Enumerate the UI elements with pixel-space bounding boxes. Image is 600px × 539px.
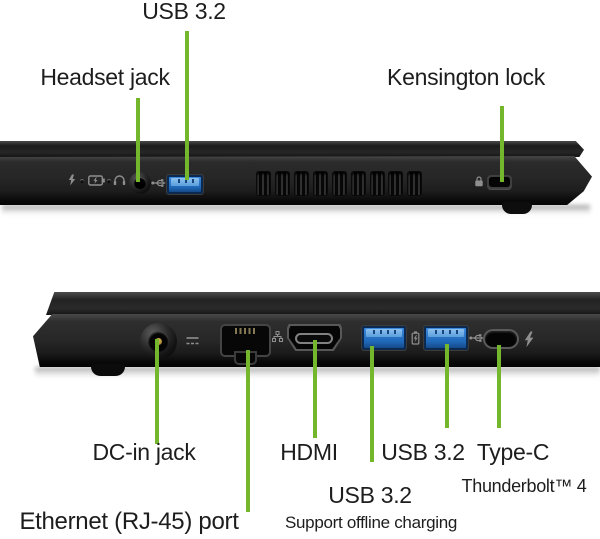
label-usb-row1: USB 3.2 — [381, 439, 465, 465]
usb-trident-icon — [151, 179, 166, 187]
leader-line-usb2 — [445, 344, 449, 428]
kensington-slot-opening — [489, 177, 510, 187]
power-led — [80, 179, 84, 183]
ethernet-rj45-port — [222, 326, 269, 363]
vent-slot — [314, 172, 327, 195]
label-usb-row2: USB 3.2 — [328, 482, 412, 508]
dc-power-icon — [186, 337, 199, 345]
label-dc-in-jack: DC-in jack — [92, 439, 196, 465]
kensington-lock-slot — [487, 175, 512, 189]
leader-line-ethernet — [246, 350, 250, 512]
usb-trident-icon — [469, 334, 484, 342]
offline-charging-icon — [411, 331, 420, 345]
hdmi-slot — [297, 335, 331, 342]
label-headset-jack: Headset jack — [40, 64, 170, 90]
leader-line-kensington — [500, 106, 504, 182]
battery-indicator-icon — [88, 175, 105, 186]
leader-line-usb1 — [370, 346, 374, 462]
usb-a-port-top-view — [167, 175, 203, 194]
ethernet-icon — [272, 331, 283, 342]
drop-shadow — [2, 205, 590, 215]
usb-a-port-2 — [424, 326, 468, 350]
label-hdmi: HDMI — [280, 439, 338, 465]
battery-led — [107, 179, 111, 183]
kensington-lock-icon — [475, 176, 483, 187]
rubber-foot — [91, 364, 125, 376]
laptop-lid-edge-top-view — [0, 141, 584, 157]
label-support-offline-charging: Support offline charging — [284, 513, 458, 532]
usb-a-port-1 — [362, 326, 406, 350]
usb-c-thunderbolt-port — [485, 331, 517, 347]
headset-icon — [113, 175, 126, 185]
leader-line-typec — [497, 345, 501, 428]
leader-line-dc-in — [155, 339, 159, 444]
leader-line-usb-top — [185, 31, 189, 180]
vent-slot — [295, 172, 308, 195]
vent-slot — [257, 172, 270, 195]
vent-slot — [371, 172, 384, 195]
rubber-foot — [502, 202, 532, 214]
rj45-pins — [235, 328, 256, 334]
leader-line-headset — [136, 98, 140, 182]
label-thunderbolt: Thunderbolt™ 4 — [461, 476, 587, 496]
vent-slot — [333, 172, 346, 195]
label-type-c: Type-C — [476, 439, 550, 465]
headset-jack-port — [129, 172, 151, 194]
laptop-lid-edge-bottom-view — [46, 292, 600, 315]
drop-shadow — [35, 367, 600, 378]
label-kensington-lock: Kensington lock — [387, 64, 545, 90]
label-usb-top: USB 3.2 — [142, 0, 226, 24]
usb-a-pins — [368, 330, 400, 334]
power-indicator-icon — [68, 174, 76, 186]
thunderbolt-icon — [524, 331, 534, 348]
usb-a-pins — [173, 179, 197, 183]
vent-slot — [276, 172, 289, 195]
rj45-clip-slot — [236, 353, 255, 363]
vent-slot — [408, 172, 421, 195]
usb-a-pins — [430, 330, 462, 334]
label-ethernet: Ethernet (RJ-45) port — [19, 508, 239, 535]
vent-slot — [352, 172, 365, 195]
vent-slot — [389, 172, 402, 195]
leader-line-hdmi — [313, 340, 317, 438]
